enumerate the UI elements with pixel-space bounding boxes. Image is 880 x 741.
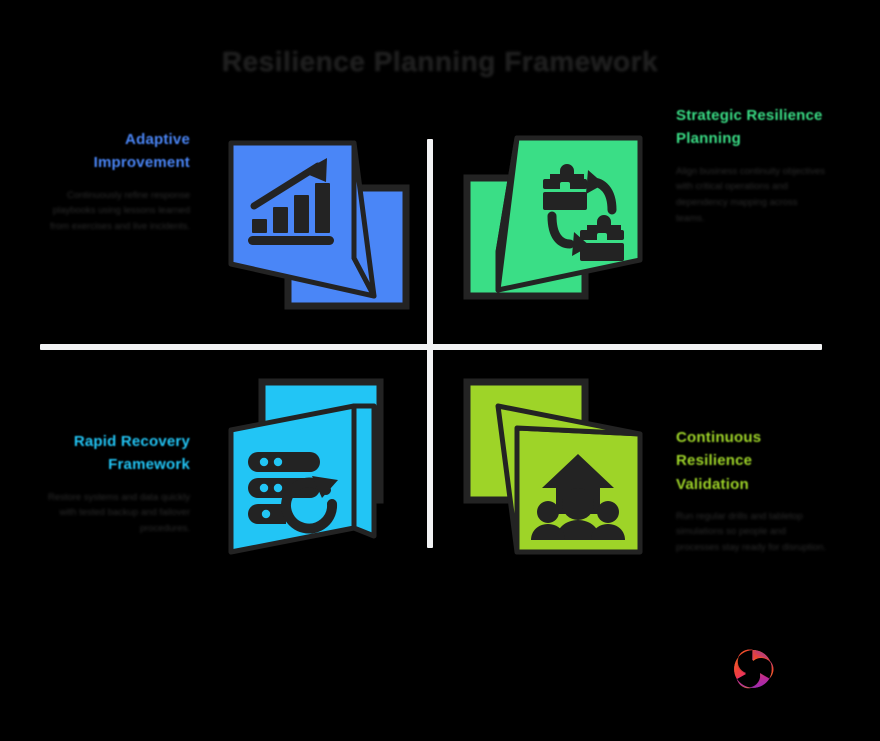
- quadrant-heading-bottom-right: Continuous Resilience Validation: [676, 429, 762, 493]
- quadrant-text-bottom-right: Continuous Resilience Validation Run reg…: [676, 426, 828, 556]
- quadrant-heading-top-left: Adaptive Improvement: [93, 131, 190, 172]
- card-front-shape: [495, 135, 643, 293]
- brand-logo: [726, 642, 780, 696]
- quadrant-body-bottom-right: Run regular drills and tabletop simulati…: [676, 510, 826, 554]
- quadrant-text-top-right: Strategic Resilience Planning Align busi…: [676, 104, 828, 226]
- quadrant-body-top-right: Align business continuity objectives wit…: [676, 165, 825, 224]
- server-restore-icon: [248, 452, 338, 534]
- divider-vertical: [427, 139, 433, 548]
- quadrant-heading-bottom-left: Rapid Recovery Framework: [73, 433, 190, 474]
- quadrant-body-top-left: Continuously refine response playbooks u…: [50, 189, 190, 232]
- quadrant-body-bottom-left: Restore systems and data quickly with te…: [47, 491, 190, 534]
- quadrant-text-bottom-left: Rapid Recovery Framework Restore systems…: [38, 430, 190, 537]
- quadrant-text-top-left: Adaptive Improvement Continuously refine…: [38, 128, 190, 235]
- quadrant-illustration-top-left: [226, 136, 416, 326]
- briefcase-exchange-icon: [543, 164, 624, 261]
- team-growth-icon: [531, 454, 625, 540]
- quadrant-illustration-bottom-right: [462, 376, 652, 566]
- page-title: Resilience Planning Framework: [221, 46, 659, 77]
- bar-chart-growth-icon: [248, 158, 334, 245]
- quadrant-illustration-top-right: [462, 132, 652, 322]
- quadrant-heading-top-right: Strategic Resilience Planning: [676, 107, 823, 148]
- quadrant-illustration-bottom-left: [226, 376, 416, 566]
